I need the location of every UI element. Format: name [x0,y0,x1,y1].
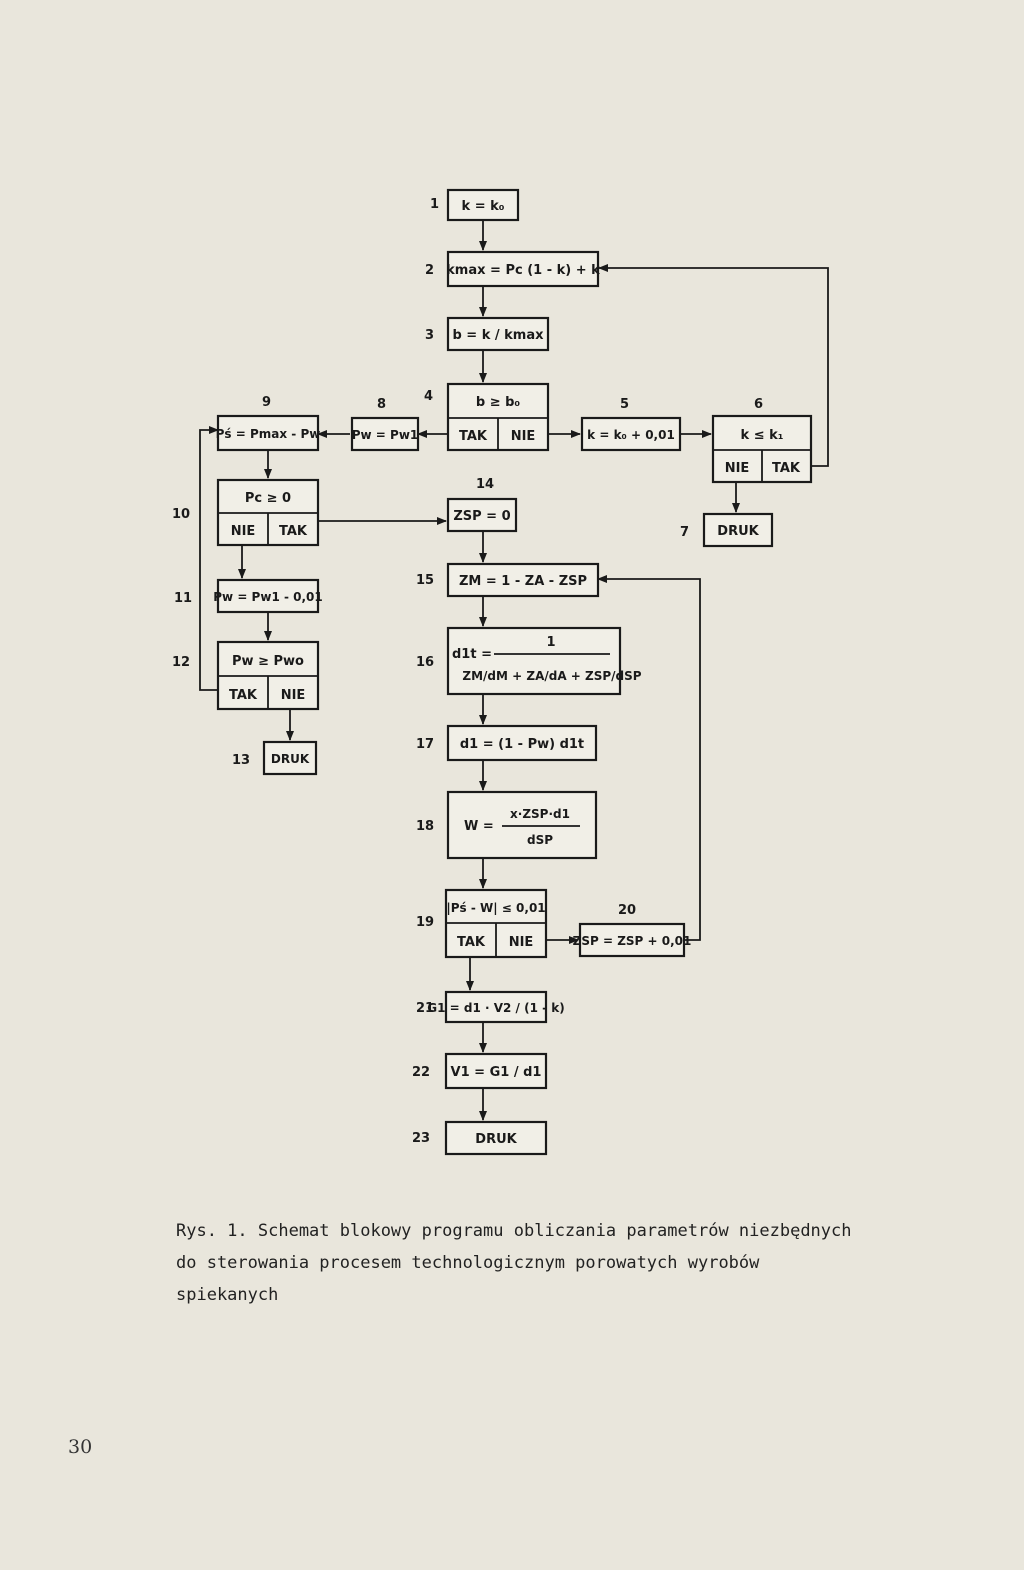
block-6-no: NIE [725,461,750,476]
block-20-text: ZSP = ZSP + 0,01 [573,934,692,948]
block-23-text: DRUK [475,1132,517,1147]
block-4-number: 4 [424,389,433,404]
block-23-number: 23 [412,1131,430,1146]
block-15-number: 15 [416,573,434,588]
block-15-text: ZM = 1 - ZA - ZSP [459,574,587,589]
connectors [199,220,829,1121]
block-18-number: 18 [416,819,434,834]
block-10-no: NIE [231,524,256,539]
block-11-text: Pw = Pw1 - 0,01 [213,590,322,604]
block-10-condition: Pc ≥ 0 [245,491,291,506]
block-12-no: NIE [281,688,306,703]
block-8-number: 8 [377,397,386,412]
block-4-condition: b ≥ b₀ [476,395,521,410]
block-17-text: d1 = (1 - Pw) d1t [460,737,584,752]
block-3-number: 3 [425,328,434,343]
block-12-condition: Pw ≥ Pwo [232,654,304,669]
block-18-lhs: W = [464,819,494,834]
block-23-print: DRUK 23 [412,1120,548,1156]
block-10-number: 10 [172,507,190,522]
block-13-text: DRUK [271,752,310,766]
block-1-start: k = k₀ 1 [430,188,520,222]
block-19-number: 19 [416,915,434,930]
block-16-lhs: d1t = [452,647,492,662]
block-9-number: 9 [262,395,271,410]
block-11-number: 11 [174,591,192,606]
block-5-text: k = k₀ + 0,01 [587,428,675,442]
block-4-yes: TAK [459,429,488,444]
block-10-yes: TAK [279,524,308,539]
block-19-no: NIE [509,935,534,950]
block-20-number: 20 [618,903,636,918]
block-14-zsp-init: ZSP = 0 14 [446,477,518,533]
block-6-yes: TAK [772,461,801,476]
block-21-number: 21 [416,1001,434,1016]
block-21-g1: G1 = d1 · V2 / (1 - k) 21 [416,990,565,1024]
block-15-zm: ZM = 1 - ZA - ZSP 15 [416,562,600,598]
block-21-text: G1 = d1 · V2 / (1 - k) [427,1001,564,1015]
block-22-text: V1 = G1 / d1 [451,1065,542,1080]
block-4-no: NIE [511,429,536,444]
block-11-decrement-pw: Pw = Pw1 - 0,01 11 [174,578,323,614]
block-10-decision: Pc ≥ 0 NIE TAK 10 [172,478,320,547]
block-19-decision: |Pś - W| ≤ 0,01 TAK NIE 19 [416,888,548,959]
block-12-number: 12 [172,655,190,670]
block-13-number: 13 [232,753,250,768]
block-4-decision: b ≥ b₀ TAK NIE 4 [424,382,550,452]
block-18-numerator: x·ZSP·d1 [510,807,570,821]
block-7-number: 7 [680,525,689,540]
block-3-b: b = k / kmax 3 [425,316,550,352]
block-22-number: 22 [412,1065,430,1080]
block-2-kmax: kmax = Pc (1 - k) + k 2 [425,250,600,288]
block-18-denominator: dSP [527,833,553,847]
block-16-denominator: ZM/dM + ZA/dA + ZSP/dSP [462,669,641,683]
block-19-yes: TAK [457,935,486,950]
block-7-text: DRUK [717,524,759,539]
block-5-increment-k: k = k₀ + 0,01 5 [580,397,682,452]
block-18-w-formula: W = x·ZSP·d1 dSP 18 [416,790,598,860]
block-8-pw: Pw = Pw1 8 [350,397,420,452]
block-9-ps: Pś = Pmax - Pw 9 [216,395,321,452]
block-22-v1: V1 = G1 / d1 22 [412,1052,548,1090]
block-7-print: DRUK 7 [680,512,774,548]
block-5-number: 5 [620,397,629,412]
block-16-number: 16 [416,655,434,670]
block-8-text: Pw = Pw1 [352,428,419,442]
block-12-decision: Pw ≥ Pwo TAK NIE 12 [172,640,320,711]
block-1-text: k = k₀ [462,199,505,214]
block-17-number: 17 [416,737,434,752]
page-number: 30 [68,1436,93,1458]
block-2-number: 2 [425,263,434,278]
block-6-condition: k ≤ k₁ [741,428,784,443]
block-14-text: ZSP = 0 [453,509,510,524]
block-6-decision: k ≤ k₁ NIE TAK 6 [711,397,813,484]
figure-caption: Rys. 1. Schemat blokowy programu oblicza… [176,1221,852,1305]
block-16-numerator: 1 [546,635,555,650]
block-6-number: 6 [754,397,763,412]
block-9-text: Pś = Pmax - Pw [216,427,321,441]
block-3-text: b = k / kmax [452,328,544,343]
block-1-number: 1 [430,197,439,212]
block-20-increment-zsp: ZSP = ZSP + 0,01 20 [573,903,692,958]
block-14-number: 14 [476,477,494,492]
block-2-text: kmax = Pc (1 - k) + k [446,263,600,278]
block-19-condition: |Pś - W| ≤ 0,01 [446,901,545,915]
block-16-density-formula: d1t = 1 ZM/dM + ZA/dA + ZSP/dSP 16 [416,626,642,696]
block-17-d1: d1 = (1 - Pw) d1t 17 [416,724,598,762]
block-12-yes: TAK [229,688,258,703]
flowchart: k = k₀ 1 kmax = Pc (1 - k) + k 2 b = k /… [172,188,829,1156]
block-13-print: DRUK 13 [232,740,318,776]
